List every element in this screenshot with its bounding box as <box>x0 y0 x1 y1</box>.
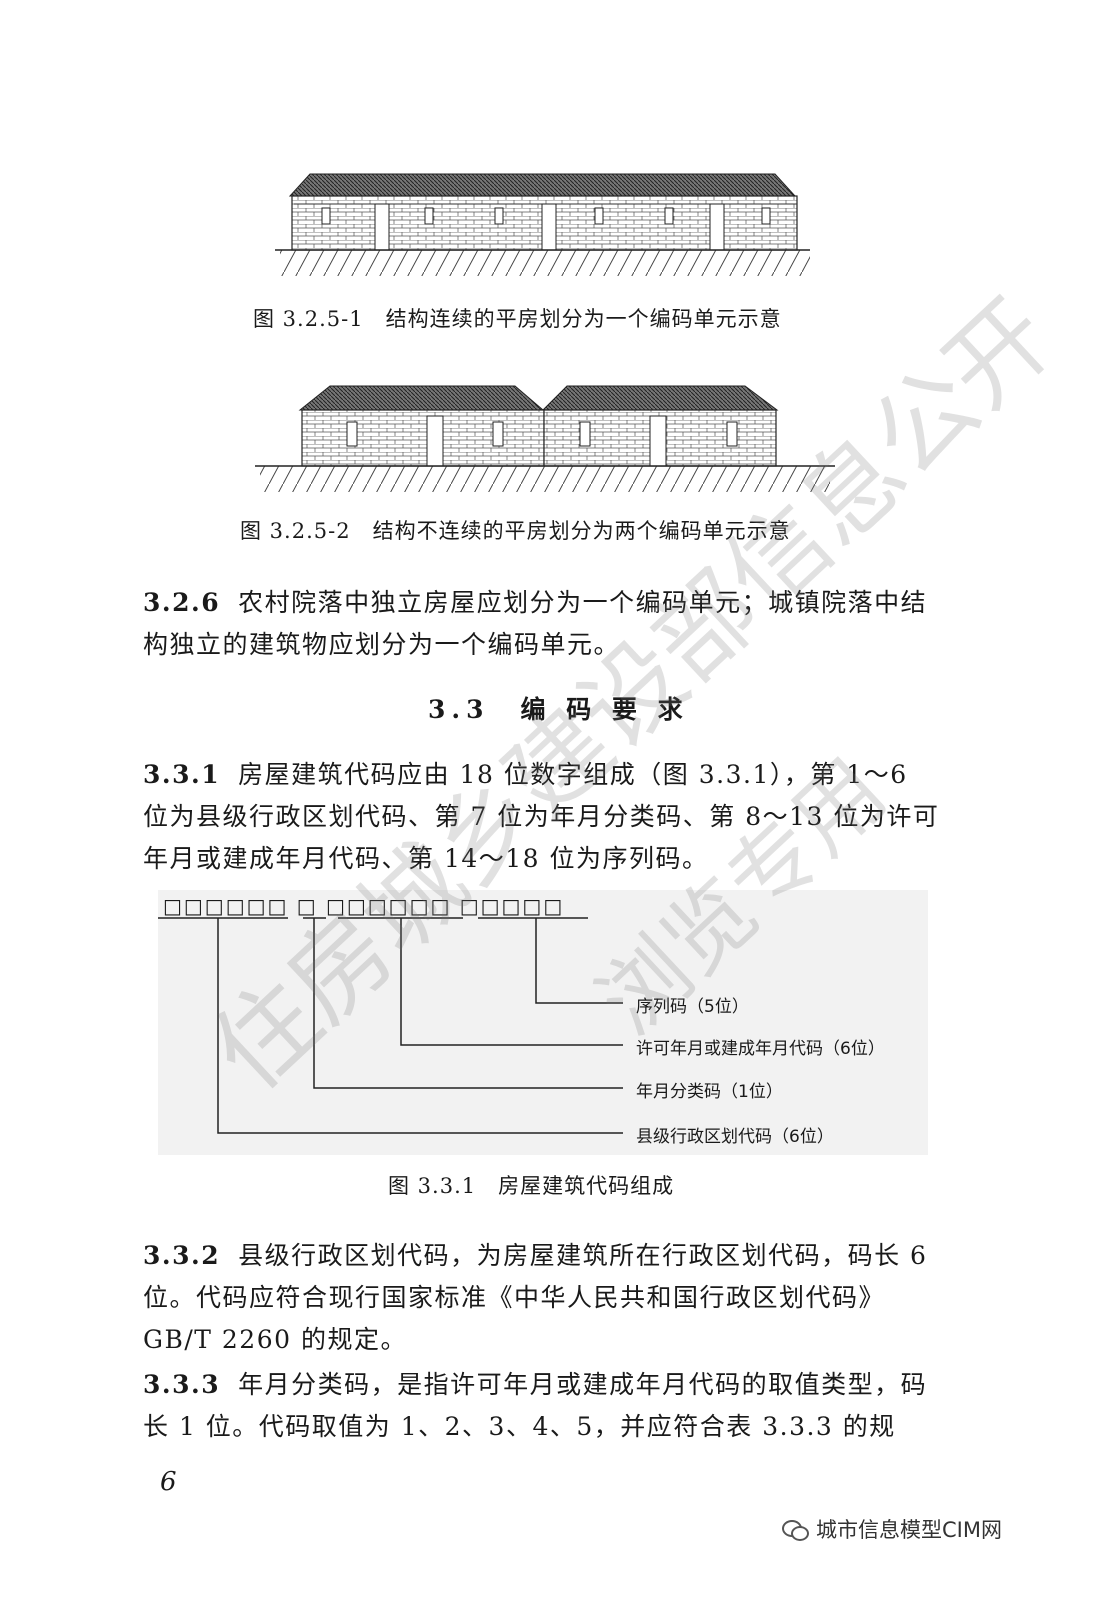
wechat-icon <box>782 1518 809 1541</box>
clause-text: 年月分类码，是指许可年月或建成年月代码的取值类型，码长 1 位。代码取值为 1、… <box>143 1370 928 1441</box>
label-county-division-code: 县级行政区划代码（6位） <box>636 1127 834 1147</box>
clause-number: 3.3.1 <box>143 760 221 789</box>
section-title-3-3: 3.3 编 码 要 求 <box>428 695 689 724</box>
code-boxes: □□□□□□ □ □□□□□□ □□□□□ <box>163 894 565 918</box>
clause-number: 3.3.2 <box>143 1241 221 1270</box>
clause-text: 农村院落中独立房屋应划分为一个编码单元；城镇院落中结构独立的建筑物应划分为一个编… <box>143 588 928 659</box>
page-number: 6 <box>160 1467 177 1497</box>
clause-text: 房屋建筑代码应由 18 位数字组成（图 3.3.1），第 1～6 位为县级行政区… <box>143 760 940 873</box>
clause-text: 县级行政区划代码，为房屋建筑所在行政区划代码，码长 6 位。代码应符合现行国家标… <box>143 1241 928 1354</box>
code-composition-diagram: □□□□□□ □ □□□□□□ □□□□□ 序列码（5位） 许可年月或建成年月代… <box>158 890 928 1155</box>
label-permit-date-code: 许可年月或建成年月代码（6位） <box>636 1039 885 1059</box>
footer-brand-text: 城市信息模型CIM网 <box>816 1518 1002 1542</box>
clause-number: 3.2.6 <box>143 588 221 617</box>
figure-discontinuous-bungalow <box>255 385 835 492</box>
figure-caption-3-3-1: 图 3.3.1 房屋建筑代码组成 <box>388 1174 675 1198</box>
footer-brand: 城市信息模型CIM网 <box>782 1514 1002 1544</box>
code-connector-lines <box>158 917 623 1134</box>
label-date-type-code: 年月分类码（1位） <box>636 1082 783 1102</box>
label-serial-code: 序列码（5位） <box>636 997 749 1017</box>
figure-continuous-bungalow <box>275 173 810 276</box>
figure-caption-3-2-5-1: 图 3.2.5-1 结构连续的平房划分为一个编码单元示意 <box>253 307 782 331</box>
clause-number: 3.3.3 <box>143 1370 221 1399</box>
figure-caption-3-2-5-2: 图 3.2.5-2 结构不连续的平房划分为两个编码单元示意 <box>240 519 791 543</box>
